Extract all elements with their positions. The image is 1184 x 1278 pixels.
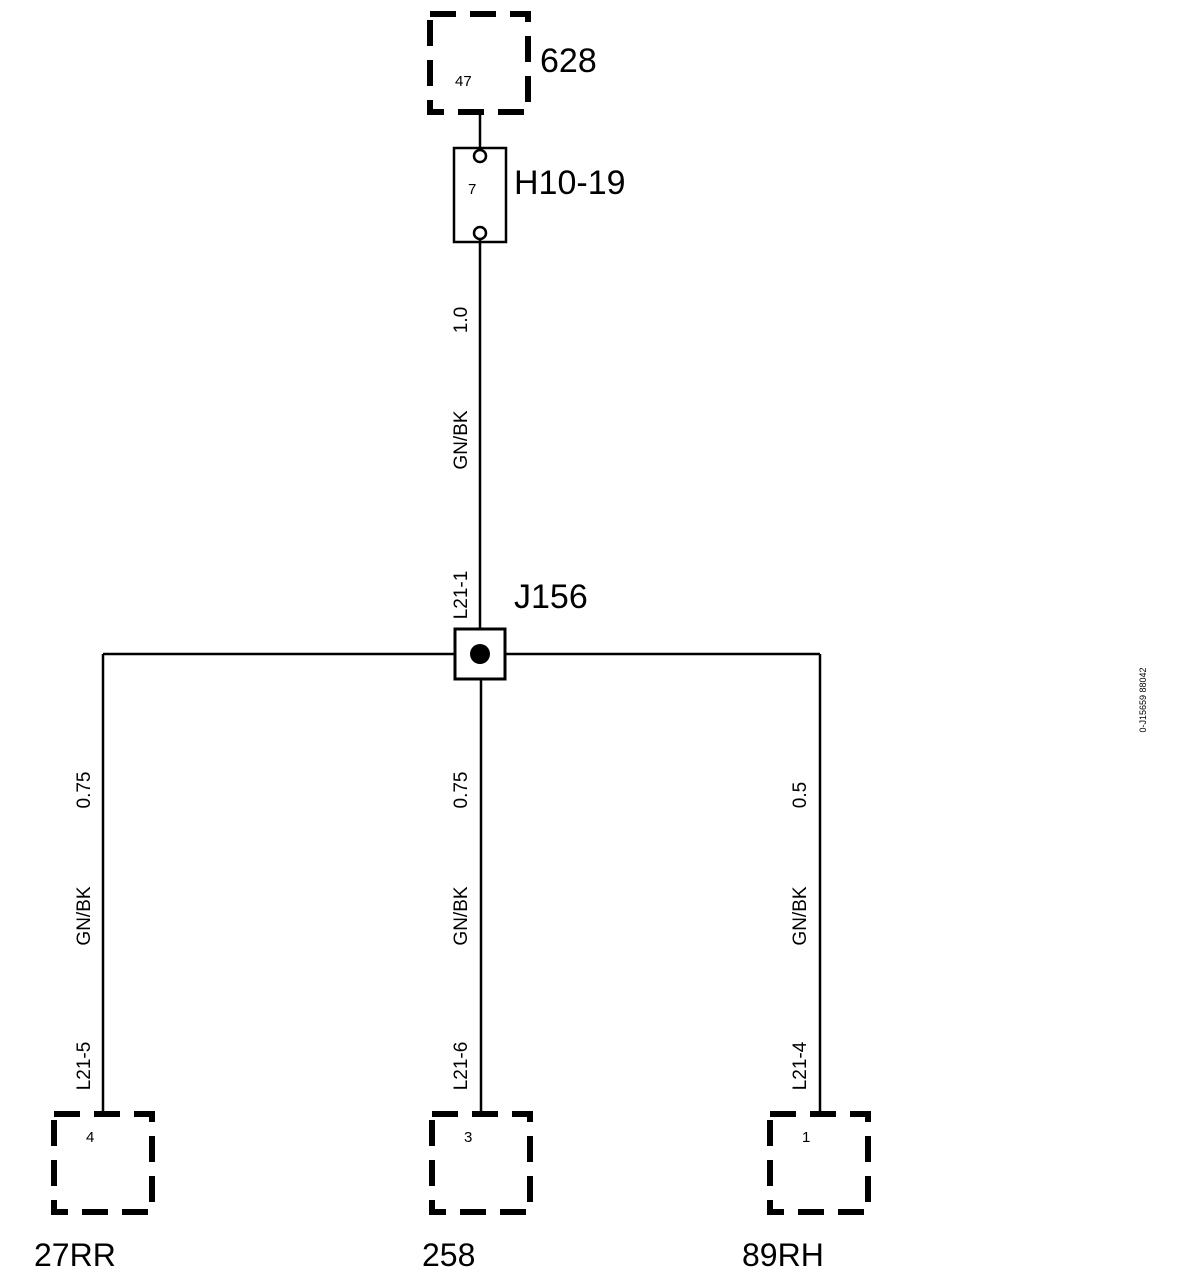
- branch-258-size: 0.75: [451, 772, 472, 809]
- branch-89rh-color: GN/BK: [790, 886, 811, 945]
- component-27rr-pin: 4: [86, 1129, 94, 1146]
- branch-27rr-size: 0.75: [74, 772, 95, 809]
- component-89rh-box: [767, 1111, 871, 1215]
- branch-89rh-pin-ref: L21-4: [790, 1041, 811, 1090]
- component-258-pin: 3: [464, 1129, 472, 1146]
- component-89rh-label: 89RH: [742, 1237, 824, 1273]
- connector-terminal-bottom: [472, 225, 488, 241]
- component-258-box: [429, 1111, 533, 1215]
- inline-connector-pin: 7: [468, 181, 476, 198]
- connector-terminal-top: [472, 148, 488, 164]
- branch-27rr-pin-ref: L21-5: [74, 1042, 95, 1091]
- branch-258-color: GN/BK: [451, 886, 472, 945]
- branch-258-pin-ref: L21-6: [451, 1042, 472, 1091]
- splice-label: J156: [514, 578, 588, 616]
- branch-27rr-color: GN/BK: [74, 886, 95, 945]
- component-258-label: 258: [422, 1237, 475, 1273]
- component-628-box: [427, 11, 531, 115]
- component-628-label: 628: [540, 42, 597, 80]
- splice-pin-ref: L21-1: [451, 571, 472, 620]
- wire-top-color: GN/BK: [451, 410, 472, 469]
- splice-node: [470, 644, 490, 664]
- branch-89rh-size: 0.5: [790, 782, 811, 808]
- inline-connector-label: H10-19: [514, 164, 626, 202]
- wire-top-size: 1.0: [451, 307, 472, 333]
- component-27rr-box: [51, 1111, 155, 1215]
- component-89rh-pin: 1: [802, 1129, 810, 1146]
- component-27rr-label: 27RR: [34, 1237, 116, 1273]
- component-628-pin: 47: [455, 73, 472, 90]
- figure-code: 0-J15659 88042: [1138, 667, 1148, 732]
